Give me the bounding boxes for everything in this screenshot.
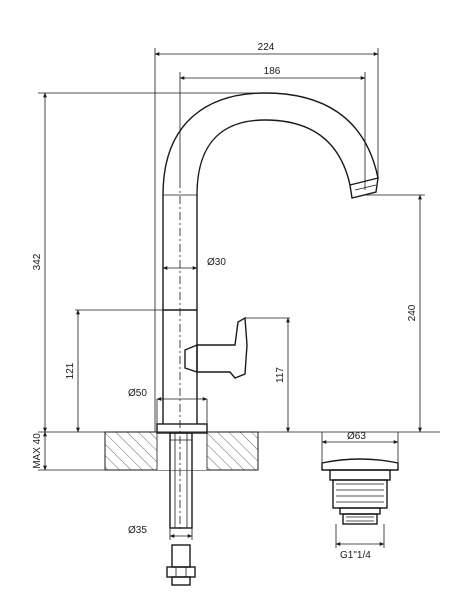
dim-overall-width: 224 (258, 42, 275, 53)
dim-shank-diameter: Ø35 (128, 525, 147, 536)
dim-waste-diameter: Ø63 (347, 431, 366, 442)
countertop (104, 431, 259, 471)
shank (166, 432, 196, 586)
dim-body-diameter: Ø30 (207, 257, 226, 268)
dim-base-diameter: Ø50 (128, 388, 147, 399)
dim-waste-thread: G1"1/4 (340, 550, 371, 561)
extension-lines (38, 48, 440, 548)
dim-total-height: 342 (32, 253, 43, 270)
dim-spout-reach: 186 (264, 66, 281, 77)
dimension-lines (43, 52, 422, 546)
faucet-body (156, 92, 379, 530)
waste-drain (321, 458, 399, 525)
dim-lever-height-right: 117 (275, 367, 286, 383)
dim-max-thickness: MAX 40 (32, 433, 43, 469)
dim-spout-height: 240 (407, 304, 418, 321)
dim-lever-height-left: 121 (65, 362, 76, 379)
